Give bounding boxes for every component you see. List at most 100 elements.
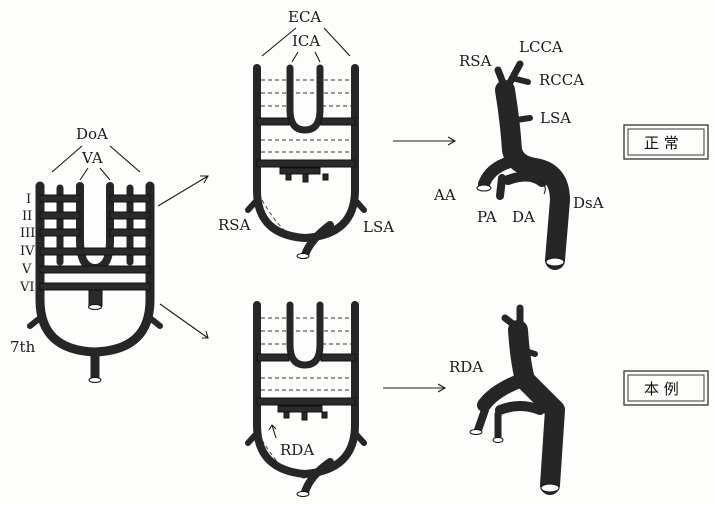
- b-regressed-middle: [261, 140, 351, 152]
- case-anatomy-drawing: RDA: [449, 308, 559, 492]
- arch-1-left: [40, 195, 80, 202]
- normal-anatomy-drawing: RSA LCCA RCCA LSA AA PA DA DsA: [433, 38, 604, 266]
- arch-1-right: [110, 195, 150, 202]
- normal-label-box: 正 常: [624, 125, 708, 159]
- c-descending: [305, 462, 330, 492]
- c-regressed-upper: [261, 318, 351, 344]
- case-label-box: 本 例: [624, 371, 708, 405]
- label-case-box: 本 例: [644, 380, 679, 398]
- b-arch-6-stub: [280, 168, 320, 174]
- label-c-rda: RDA: [280, 441, 314, 459]
- b-inner-loop: [290, 68, 320, 130]
- arch-2-right: [110, 212, 150, 219]
- c-stub-2: [302, 412, 307, 420]
- c-arch-4: [257, 398, 355, 405]
- truncus-stub: [89, 290, 102, 306]
- primitive-arch-diagram: DoA VA I II III IV V VI 7th: [10, 125, 160, 383]
- numeral-6: VI: [19, 280, 35, 295]
- label-va: VA: [81, 149, 103, 167]
- c-stub-3: [322, 412, 327, 418]
- b-descending-opening: [297, 254, 309, 259]
- c-arch-3-left: [257, 354, 289, 361]
- label-normal-pa: PA: [477, 208, 497, 226]
- ica-arrow-right: [315, 52, 320, 62]
- arch-3-left: [40, 229, 80, 236]
- case-aa-opening: [470, 430, 482, 435]
- arrow-to-case-anatomy: [383, 384, 445, 392]
- c-arch-3-right: [321, 354, 355, 361]
- label-ica: ICA: [292, 32, 320, 50]
- numeral-4: IV: [20, 244, 35, 259]
- case-branch-3: [522, 350, 535, 354]
- c-inner-loop: [290, 305, 320, 365]
- eca-arrow-left: [262, 28, 296, 56]
- b-stub-3: [323, 174, 328, 180]
- case-aa-stub: [478, 410, 485, 430]
- b-outer-loop: [257, 68, 355, 238]
- label-normal-box: 正 常: [644, 134, 679, 152]
- case-regression-diagram: RDA: [248, 305, 364, 497]
- normal-pa-stub: [500, 178, 502, 196]
- numeral-1: I: [26, 192, 31, 207]
- case-descending-opening: [541, 484, 559, 492]
- seventh-left: [30, 318, 40, 326]
- label-b-lsa: LSA: [363, 218, 394, 236]
- label-normal-da: DA: [512, 208, 535, 226]
- seventh-right: [150, 318, 160, 326]
- arrow-to-normal-anatomy: [393, 137, 455, 145]
- b-stub-2: [303, 174, 308, 182]
- arch-numerals: I II III IV V VI: [19, 192, 35, 295]
- b-arch-3-left: [257, 118, 289, 125]
- c-descending-opening: [297, 492, 309, 497]
- b-stub-1: [286, 174, 291, 180]
- label-normal-lcca: LCCA: [519, 38, 563, 56]
- case-pa-arc: [500, 406, 540, 410]
- ica-arrow-left: [292, 52, 298, 62]
- eca-arrow-right: [324, 28, 350, 56]
- arrow-to-diagram-c: [160, 304, 208, 338]
- numeral-3: III: [20, 226, 35, 241]
- descending-opening-a: [89, 378, 101, 383]
- c-regressed-middle: [261, 378, 351, 390]
- numeral-5: V: [21, 262, 32, 277]
- va-arrow-right: [100, 168, 110, 180]
- label-doa: DoA: [76, 125, 108, 143]
- label-normal-rsa: RSA: [459, 52, 492, 70]
- label-7th: 7th: [10, 338, 36, 356]
- ventral-aorta-loop: [80, 186, 110, 268]
- arch-2-left: [40, 212, 80, 219]
- truncus-opening: [89, 305, 102, 310]
- label-eca: ECA: [288, 8, 321, 26]
- numeral-2: II: [22, 209, 32, 224]
- va-arrow-left: [80, 168, 88, 180]
- b-descending: [305, 225, 330, 255]
- doa-arrow-right: [110, 146, 140, 172]
- c-arch-6-stub: [278, 406, 322, 412]
- label-normal-dsa: DsA: [573, 194, 604, 212]
- normal-regression-diagram: ECA ICA RSA LSA: [218, 8, 394, 259]
- label-b-rsa: RSA: [218, 216, 251, 234]
- b-arch-3-right: [321, 118, 355, 125]
- label-normal-rcca: RCCA: [539, 71, 584, 89]
- case-branch-1: [505, 318, 518, 328]
- label-normal-lsa: LSA: [540, 109, 571, 127]
- arrow-to-diagram-b: [158, 176, 208, 206]
- b-regressed-upper: [261, 80, 351, 106]
- arch-4: [40, 248, 150, 255]
- b-arch-4: [257, 160, 355, 167]
- arch-5: [40, 266, 150, 273]
- label-normal-aa: AA: [433, 186, 456, 204]
- normal-pa-arc: [508, 176, 542, 182]
- case-pa-opening: [493, 438, 503, 443]
- arch-6: [40, 283, 150, 290]
- rda-pointer-arrow: [269, 425, 276, 438]
- normal-descending-opening: [546, 258, 564, 266]
- doa-arrow-left: [52, 146, 82, 172]
- label-case-rda: RDA: [449, 358, 483, 376]
- arch-3-right: [110, 229, 150, 236]
- normal-aa-opening: [477, 185, 491, 191]
- c-stub-1: [284, 412, 289, 418]
- normal-rcca-branch: [512, 78, 528, 82]
